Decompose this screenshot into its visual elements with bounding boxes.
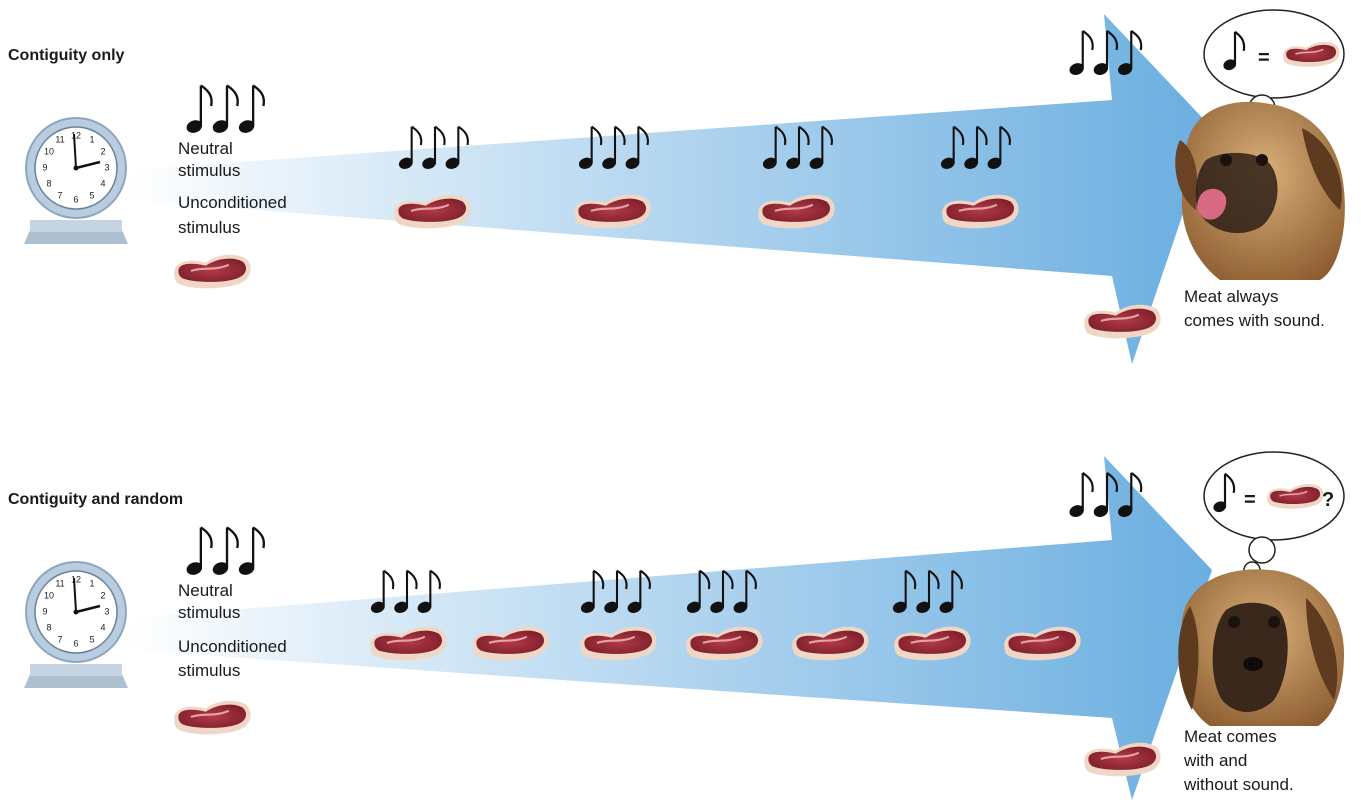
clock-icon: [22, 560, 130, 690]
music-notes-icon: [184, 526, 266, 576]
meat-steak-icon: [1083, 303, 1162, 340]
bubble-equals: =: [1258, 47, 1270, 69]
bubble-equals: =: [1244, 489, 1256, 511]
dog-icon: [1178, 569, 1344, 726]
clock-icon: [22, 116, 130, 246]
meat-steak-icon: [1083, 741, 1162, 778]
thought-bubble-icon: = ?: [1203, 451, 1345, 587]
caption: Meat comes with and without sound.: [1183, 727, 1294, 794]
music-notes-icon: [184, 84, 266, 134]
panel-title: Contiguity and random: [8, 491, 183, 508]
neutral-stimulus-label: Neutral stimulus: [178, 581, 240, 622]
caption: Meat always comes with sound.: [1184, 287, 1325, 330]
music-notes-icon: [368, 569, 442, 614]
panel-contiguity-and-random: Contiguity and random Neutral stimulus U…: [8, 451, 1345, 800]
panel-contiguity-only: Contiguity only Neutral stimulus Uncondi…: [8, 9, 1345, 364]
time-arrow: [128, 14, 1212, 364]
unconditioned-stimulus-label: Unconditioned stimulus: [178, 193, 291, 237]
panel-title: Contiguity only: [8, 47, 125, 64]
music-notes-icon: [1068, 29, 1143, 76]
meat-steak-icon: [173, 253, 252, 290]
neutral-stimulus-label: Neutral stimulus: [178, 139, 240, 180]
music-notes-icon: [1068, 471, 1143, 518]
unconditioned-stimulus-label: Unconditioned stimulus: [178, 637, 291, 680]
dog-icon: [1175, 101, 1345, 280]
meat-steak-icon: [173, 699, 252, 736]
time-arrow: [128, 456, 1212, 800]
bubble-question: ?: [1322, 489, 1334, 511]
